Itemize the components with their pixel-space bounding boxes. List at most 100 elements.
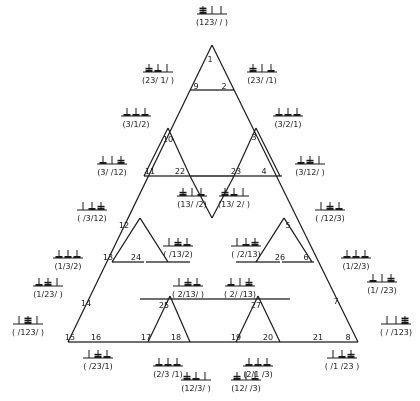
graph-edge	[143, 127, 169, 177]
graph-edge	[257, 295, 281, 343]
tower-pictogram-icon	[231, 238, 261, 247]
state-node: ( /123/ )	[12, 316, 44, 337]
state-label: (3/12/ )	[295, 168, 324, 177]
node-number: 12	[119, 221, 129, 230]
state-label: (13/ 2/ )	[218, 200, 250, 209]
state-label: (2/3 /1)	[153, 370, 182, 379]
node-number: 18	[171, 333, 181, 342]
tower-pictogram-icon	[247, 64, 277, 73]
tower-pictogram-icon	[13, 316, 43, 325]
tower-pictogram-icon	[121, 108, 151, 117]
state-node: (3/ /12)	[97, 156, 127, 177]
state-node: ( /23/1)	[83, 350, 113, 371]
state-node: (1/3/2)	[53, 250, 83, 271]
tower-pictogram-icon	[33, 278, 63, 287]
node-number: 17	[141, 333, 151, 342]
tower-pictogram-icon	[225, 278, 255, 287]
node-number: 3	[251, 133, 256, 142]
state-label: (23/ /1)	[247, 76, 276, 85]
graph-edge	[233, 127, 257, 177]
tower-pictogram-icon	[231, 372, 261, 381]
state-node: (3/1/2)	[121, 108, 151, 129]
node-number: 23	[231, 167, 241, 176]
tower-pictogram-icon	[341, 250, 371, 259]
state-node: (13/ 2/ )	[218, 188, 250, 209]
state-node: (3/2/1)	[273, 108, 303, 129]
node-number: 6	[303, 253, 308, 262]
state-node: (123/ / )	[196, 6, 228, 27]
state-label: ( 2/ /13)	[224, 290, 256, 299]
state-node: (3/12/ )	[295, 156, 325, 177]
node-number: 7	[333, 297, 338, 306]
state-label: (3/2/1)	[275, 120, 302, 129]
node-number: 5	[285, 221, 290, 230]
graph-edge	[211, 175, 235, 219]
state-node: (12/ /3)	[231, 372, 261, 393]
graph-edge	[255, 127, 281, 177]
tower-pictogram-icon	[197, 6, 227, 15]
node-number: 21	[313, 333, 323, 342]
node-number: 13	[103, 253, 113, 262]
graph-edge	[235, 295, 259, 343]
node-number: 10	[163, 135, 173, 144]
state-label: (123/ / )	[196, 18, 228, 27]
tower-pictogram-icon	[181, 372, 211, 381]
graph-edge	[211, 44, 359, 343]
tower-pictogram-icon	[315, 202, 345, 211]
state-node: ( /12/3)	[315, 202, 345, 223]
node-number: 11	[145, 167, 155, 176]
state-label: ( /12/3)	[315, 214, 344, 223]
tower-pictogram-icon	[367, 274, 397, 283]
tower-pictogram-icon	[273, 108, 303, 117]
state-node: ( /3/12)	[77, 202, 107, 223]
state-node: (1/2/3)	[341, 250, 371, 271]
state-label: (13/ /2)	[177, 200, 206, 209]
node-number: 1	[207, 55, 212, 64]
state-node: (1/ /23)	[367, 274, 397, 295]
node-number: 19	[231, 333, 241, 342]
graph-edge	[111, 217, 141, 263]
node-number: 27	[251, 301, 261, 310]
tower-pictogram-icon	[381, 316, 411, 325]
tower-pictogram-icon	[97, 156, 127, 165]
state-node: ( /2/13)	[231, 238, 261, 259]
state-node: ( / /123)	[380, 316, 412, 337]
node-number: 20	[263, 333, 273, 342]
state-labels: (123/ / ) (23/ 1/ ) (23/ /1) (3/1/2) (3/2/1)…	[12, 6, 412, 393]
graph-edge	[169, 295, 191, 343]
tower-pictogram-icon	[163, 238, 193, 247]
state-label: (1/2/3)	[343, 262, 370, 271]
state-label: (2/1 /3)	[243, 370, 272, 379]
state-label: ( /123/ )	[12, 328, 44, 337]
graph-edge	[67, 44, 213, 343]
node-number: 8	[345, 333, 350, 342]
state-label: ( /13/2)	[163, 250, 192, 259]
graph-edges	[67, 44, 359, 343]
tower-pictogram-icon	[83, 350, 113, 359]
graph-edge	[167, 127, 191, 177]
tower-pictogram-icon	[53, 250, 83, 259]
state-label: (1/ /23)	[367, 286, 396, 295]
node-number: 16	[91, 333, 101, 342]
tower-pictogram-icon	[327, 350, 357, 359]
node-number: 9	[193, 82, 198, 91]
node-number: 25	[159, 301, 169, 310]
node-number: 2	[221, 82, 226, 91]
state-node: (2/1 /3)	[243, 358, 273, 379]
graph-edge	[189, 175, 213, 219]
state-label: (3/ /12)	[97, 168, 126, 177]
tower-pictogram-icon	[77, 202, 107, 211]
state-label: ( /2/13)	[231, 250, 260, 259]
state-node: ( 2/13/ )	[172, 278, 204, 299]
state-label: (23/ 1/ )	[142, 76, 174, 85]
tower-pictogram-icon	[219, 188, 249, 197]
graph-edge	[255, 217, 285, 263]
node-number: 4	[261, 167, 266, 176]
tower-pictogram-icon	[177, 188, 207, 197]
state-node: ( /13/2)	[163, 238, 193, 259]
state-node: (23/ 1/ )	[142, 64, 174, 85]
state-node: (23/ /1)	[247, 64, 277, 85]
node-number: 15	[65, 333, 75, 342]
